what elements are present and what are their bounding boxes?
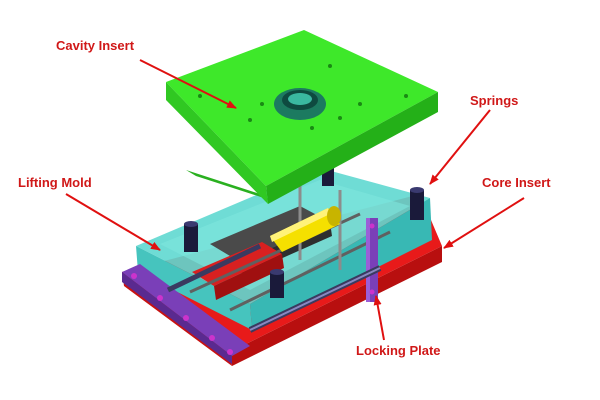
callout-arrows [65, 59, 525, 341]
label-core-insert: Core Insert [482, 175, 551, 190]
arrow-core-insert [443, 197, 525, 249]
locking-plate-part [122, 264, 250, 364]
label-springs: Springs [470, 93, 519, 108]
label-lifting-mold: Lifting Mold [18, 175, 92, 190]
arrow-springs [429, 109, 491, 185]
arrow-cavity-insert [139, 59, 237, 109]
label-cavity-insert: Cavity Insert [56, 38, 135, 53]
cavity-insert-part [166, 30, 438, 204]
arrow-lifting-mold [65, 193, 161, 251]
label-locking-plate: Locking Plate [356, 343, 441, 358]
arrow-locking-plate [373, 295, 385, 341]
locking-post [366, 218, 378, 302]
yellow-cylinder [270, 206, 341, 252]
guide-rods [166, 243, 382, 333]
